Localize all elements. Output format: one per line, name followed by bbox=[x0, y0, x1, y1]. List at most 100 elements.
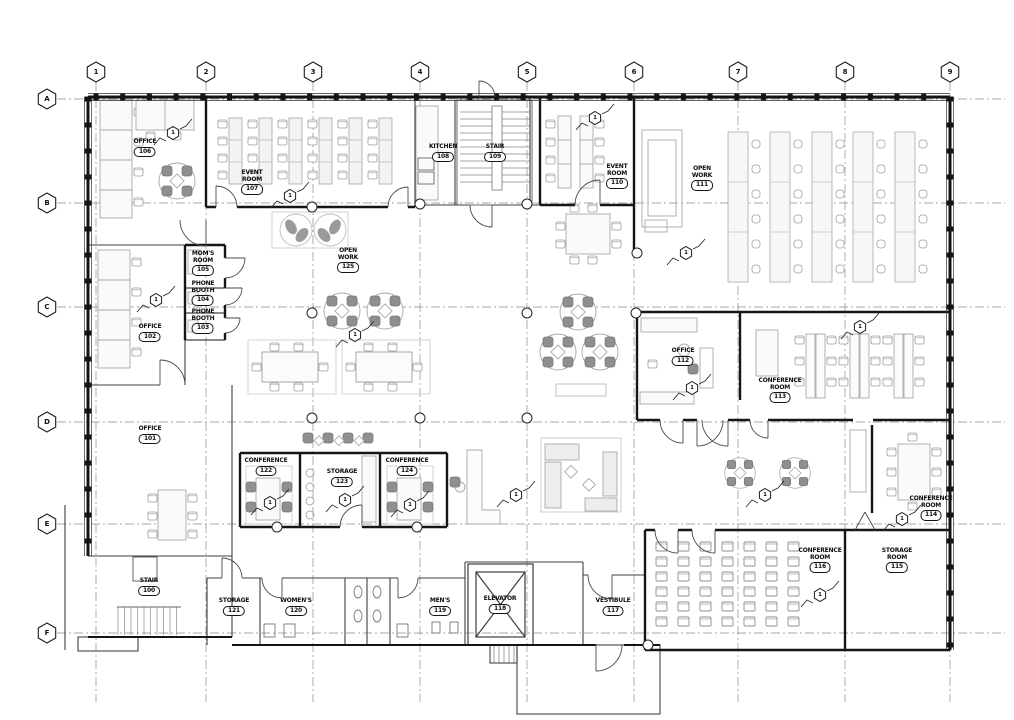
room-name-line: OPEN bbox=[339, 247, 357, 254]
room-number-badge-114: 114 bbox=[920, 510, 942, 521]
room-number-badge-105: 105 bbox=[192, 265, 214, 276]
room-name-line: OFFICE bbox=[133, 138, 157, 145]
room-name-line: EVENT bbox=[241, 169, 263, 176]
detail-marker-label-8: 1 bbox=[858, 324, 862, 330]
grid-column-label-8: 8 bbox=[842, 68, 848, 76]
room-number-badge-112: 112 bbox=[672, 355, 694, 366]
detail-marker-label-12: 1 bbox=[408, 502, 412, 508]
room-number-badge-106: 106 bbox=[134, 146, 156, 157]
grid-row-label-B: B bbox=[44, 199, 50, 207]
room-name-line: CONFERENCE bbox=[244, 457, 288, 464]
room-name-line: BOOTH bbox=[191, 286, 215, 294]
door-swings bbox=[159, 80, 876, 672]
room-name-line: CONFERENCE bbox=[909, 495, 953, 502]
room-number-badge-120: 120 bbox=[285, 605, 307, 616]
room-name-line: MEN'S bbox=[429, 597, 451, 604]
detail-marker-label-9: 1 bbox=[514, 492, 518, 498]
entry-patio bbox=[77, 636, 661, 715]
detail-marker-label-13: 1 bbox=[763, 492, 767, 498]
grid-column-label-9: 9 bbox=[947, 68, 953, 76]
grid-row-label-E: E bbox=[44, 520, 50, 528]
room-name-line: ROOM bbox=[921, 501, 941, 509]
room-number-badge-123: 123 bbox=[331, 476, 353, 487]
room-number-badge-104: 104 bbox=[192, 295, 214, 306]
room-name-line: ROOM bbox=[607, 169, 627, 177]
grid-row-label-D: D bbox=[44, 418, 50, 426]
grid-column-label-6: 6 bbox=[631, 68, 637, 76]
room-number-badge-103: 103 bbox=[192, 323, 214, 334]
room-name-line: STAIR bbox=[485, 143, 505, 150]
grid-row-label-F: F bbox=[44, 629, 50, 637]
grid-intersection-markers bbox=[271, 198, 654, 651]
partition-walls bbox=[64, 97, 645, 650]
room-name-line: WOMEN'S bbox=[280, 597, 312, 604]
grid-column-label-5: 5 bbox=[524, 68, 530, 76]
detail-marker-label-10: 1 bbox=[268, 500, 272, 506]
room-name-line: OPEN bbox=[693, 165, 711, 172]
room-name-line: CONFERENCE bbox=[385, 457, 429, 464]
grid-column-label-1: 1 bbox=[93, 68, 99, 76]
room-name-line: STORAGE bbox=[218, 597, 250, 604]
room-name-line: EVENT bbox=[606, 163, 628, 170]
room-number-badge-113: 113 bbox=[769, 392, 791, 403]
detail-marker-label-4: 1 bbox=[684, 250, 688, 256]
room-number-badge-110: 110 bbox=[606, 178, 628, 189]
room-number-badge-117: 117 bbox=[602, 605, 624, 616]
detail-marker-label-2: 1 bbox=[288, 193, 292, 199]
room-name-line: WORK bbox=[691, 171, 713, 179]
room-number-badge-125: 125 bbox=[337, 262, 359, 273]
room-name-line: MOM'S bbox=[191, 250, 215, 257]
room-number-badge-115: 115 bbox=[886, 562, 908, 573]
detail-marker-label-15: 1 bbox=[818, 592, 822, 598]
room-number-badge-108: 108 bbox=[432, 151, 454, 162]
room-name-line: STORAGE bbox=[326, 468, 358, 475]
detail-marker-label-1: 1 bbox=[171, 130, 175, 136]
room-name-line: CONFERENCE bbox=[758, 377, 802, 384]
room-name-line: KITCHEN bbox=[428, 143, 458, 150]
room-name-line: ROOM bbox=[887, 553, 907, 561]
room-name-line: STAIR bbox=[139, 577, 159, 584]
room-name-line: PHONE bbox=[191, 308, 215, 315]
detail-marker-label-14: 1 bbox=[900, 516, 904, 522]
conference-116-chairs bbox=[655, 541, 800, 627]
detail-marker-label-5: 1 bbox=[154, 297, 158, 303]
detail-marker-label-6: 1 bbox=[353, 332, 357, 338]
room-number-badge-107: 107 bbox=[241, 184, 263, 195]
grid-row-label-C: C bbox=[44, 303, 50, 311]
room-number-badge-124: 124 bbox=[396, 465, 418, 476]
room-name-line: STORAGE bbox=[881, 547, 913, 554]
interior-walls bbox=[183, 97, 950, 652]
detail-marker-label-11: 1 bbox=[343, 497, 347, 503]
exterior-walls bbox=[84, 93, 954, 650]
stairs bbox=[117, 99, 533, 663]
room-name-line: WORK bbox=[337, 253, 359, 261]
room-number-badge-101: 101 bbox=[139, 433, 161, 444]
room-name-line: CONFERENCE bbox=[798, 547, 842, 554]
room-name-line: ROOM bbox=[242, 175, 262, 183]
room-name-line: OFFICE bbox=[138, 425, 162, 432]
conference-113-tables bbox=[795, 334, 924, 398]
room-number-badge-122: 122 bbox=[255, 465, 277, 476]
grid-column-label-2: 2 bbox=[203, 68, 209, 76]
room-number-badge-116: 116 bbox=[809, 562, 831, 573]
room-number-badge-119: 119 bbox=[429, 605, 451, 616]
